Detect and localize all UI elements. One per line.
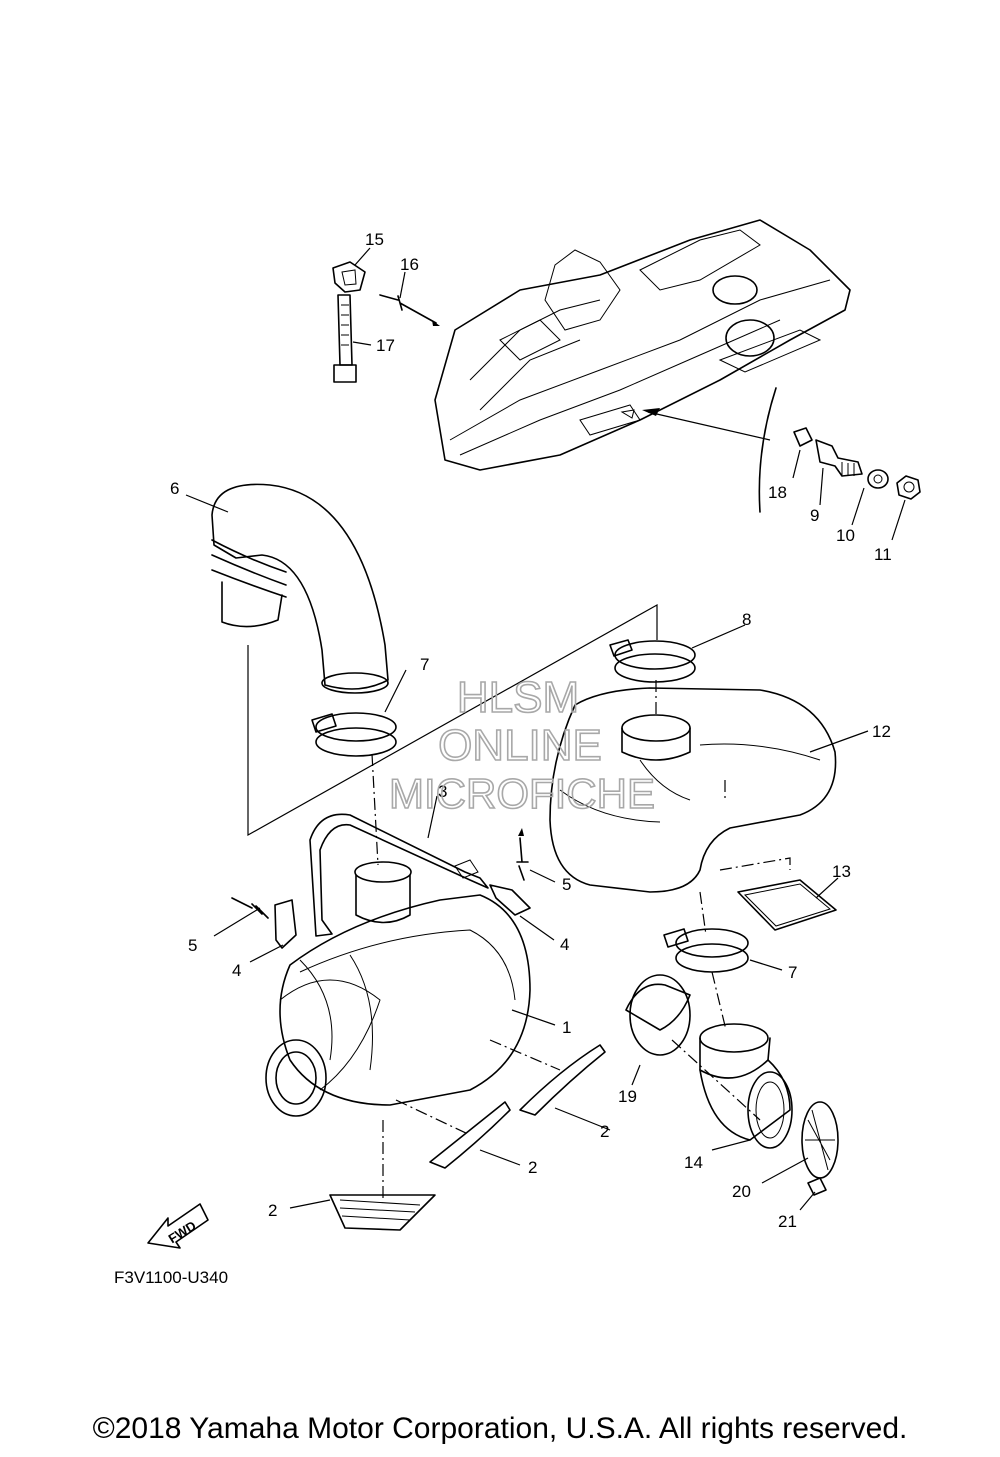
callout-13: 13 [832,862,851,881]
callout-9: 9 [810,506,819,525]
callout-leaders [185,247,906,1211]
callout-18: 18 [768,483,787,502]
assembly-lines [247,603,791,1200]
diagram-code: F3V1100-U340 [114,1268,229,1287]
watermark-line-3: MICROFICHE [389,770,655,817]
watercraft-illustration [434,219,851,471]
watermark: HLSM ONLINE MICROFICHE [388,672,656,818]
callout-5-left: 5 [188,936,197,955]
clip-and-tie-parts [332,261,440,383]
watermark-line-2: ONLINE [438,721,602,770]
callout-2-right: 2 [600,1122,609,1141]
callout-14: 14 [684,1153,703,1172]
callout-11: 11 [874,545,892,564]
outlet-elbow-assembly [625,974,839,1196]
callout-4-left: 4 [232,961,241,980]
callout-15: 15 [365,230,384,249]
callout-3: 3 [438,782,447,801]
callout-2-mid: 2 [528,1158,537,1177]
callout-4-right: 4 [560,935,569,954]
detail-bracket [642,387,777,513]
intake-duct-elbow [211,483,389,694]
callout-7-bottom: 7 [788,963,797,982]
strap [309,813,489,937]
brackets-and-rivets [231,828,531,949]
callout-10: 10 [836,526,855,545]
connector-detail-parts [793,427,921,500]
callout-17: 17 [376,336,395,355]
callout-19: 19 [618,1087,637,1106]
copyright-notice: ©2018 Yamaha Motor Corporation, U.S.A. A… [92,1412,908,1445]
callout-7-top: 7 [420,655,429,674]
callout-numbers: 6 15 16 17 18 9 10 11 8 7 12 3 13 5 5 4 … [170,230,892,1231]
heat-shields [329,1044,606,1231]
callout-6: 6 [170,479,179,498]
fwd-label: FWD [166,1218,199,1246]
pad-plate [737,879,837,931]
fwd-arrow-icon: FWD [147,1203,209,1249]
callout-1: 1 [562,1018,571,1037]
callout-8: 8 [742,610,751,629]
callout-12: 12 [872,722,891,741]
silencer-body [265,861,531,1117]
water-lock-box [549,687,837,893]
callout-2-left: 2 [268,1201,277,1220]
callout-5-right: 5 [562,875,571,894]
callout-21: 21 [778,1212,797,1231]
watermark-line-1: HLSM [457,673,579,722]
callout-16: 16 [400,255,419,274]
callout-20: 20 [732,1182,751,1201]
